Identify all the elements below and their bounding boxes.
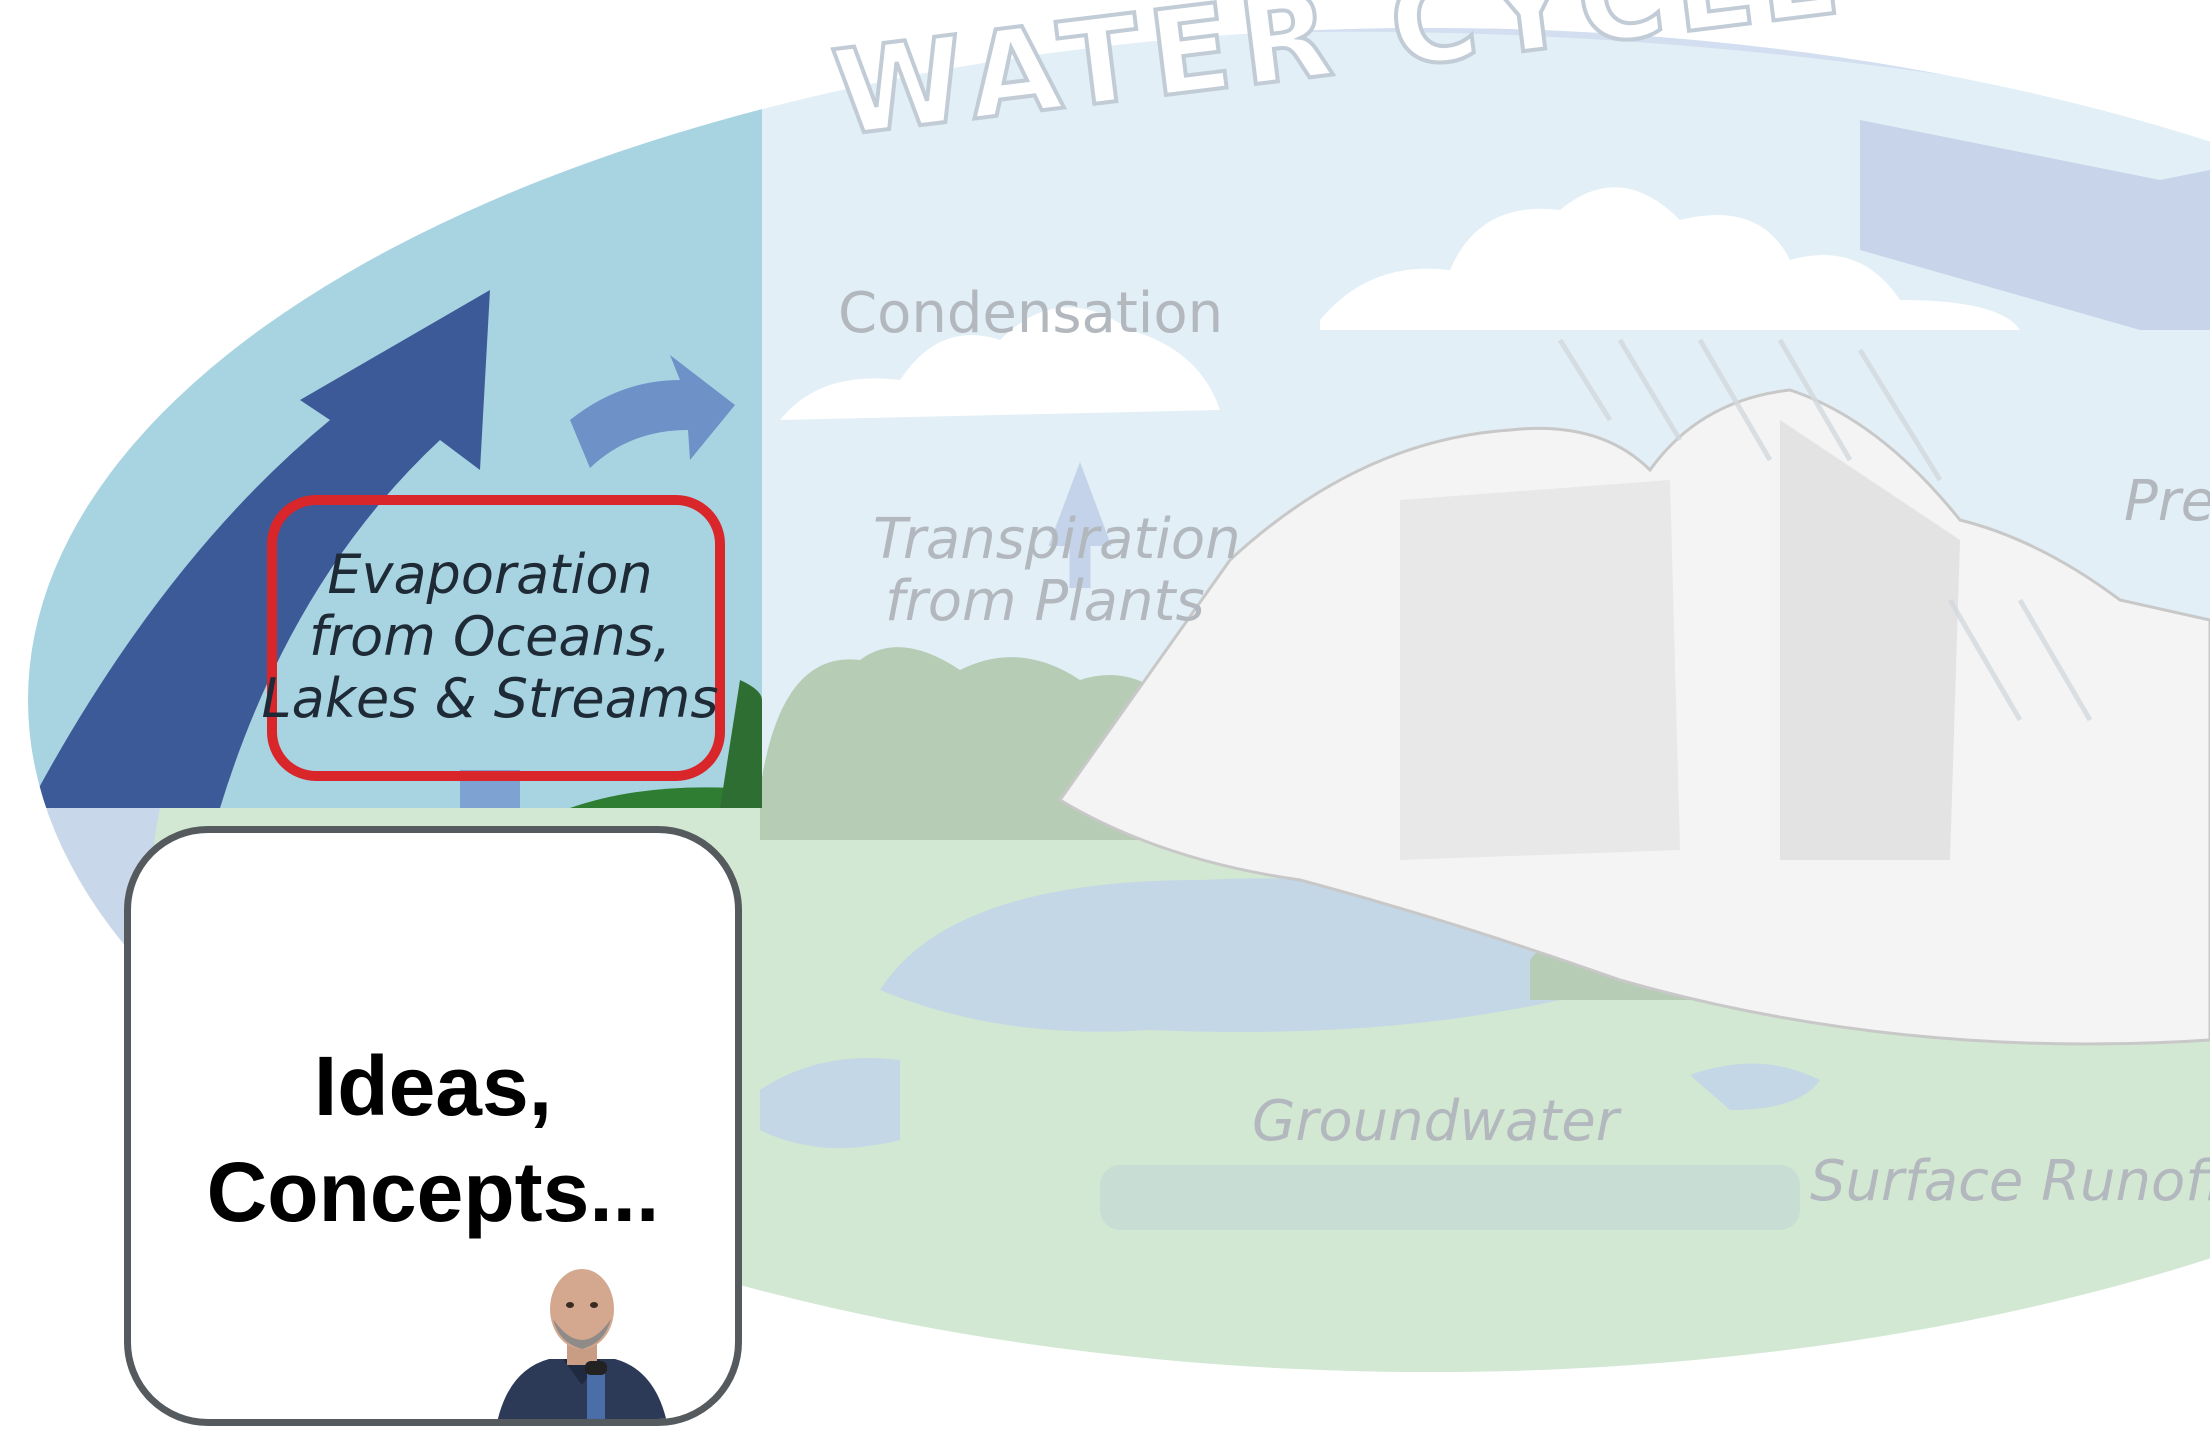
- evaporation-highlight-box: [267, 495, 725, 781]
- evaporation-arrow-small: [570, 355, 735, 468]
- presenter-avatar-icon: [497, 1269, 667, 1419]
- card-line-2: Concepts...: [206, 1145, 660, 1239]
- ideas-concepts-card: Ideas, Concepts...: [124, 826, 742, 1426]
- evaporation-label-line2: from Oceans,: [309, 605, 671, 668]
- evaporation-arrow-large: [28, 290, 490, 808]
- evaporation-label-line3: Lakes & Streams: [262, 667, 719, 730]
- label-surface-runoff: Surface Runoff: [1810, 1149, 2210, 1214]
- label-precipitation: Prec: [2124, 469, 2210, 534]
- label-groundwater: Groundwater: [1252, 1089, 1622, 1154]
- card-text: Ideas, Concepts...: [131, 1033, 735, 1245]
- card-line-1: Ideas,: [313, 1039, 553, 1133]
- label-condensation: Condensation: [838, 281, 1223, 346]
- label-transpiration-line2: from Plants: [885, 569, 1205, 634]
- evaporation-label-line1: Evaporation: [327, 543, 652, 606]
- label-transpiration-line1: Transpiration: [873, 507, 1241, 572]
